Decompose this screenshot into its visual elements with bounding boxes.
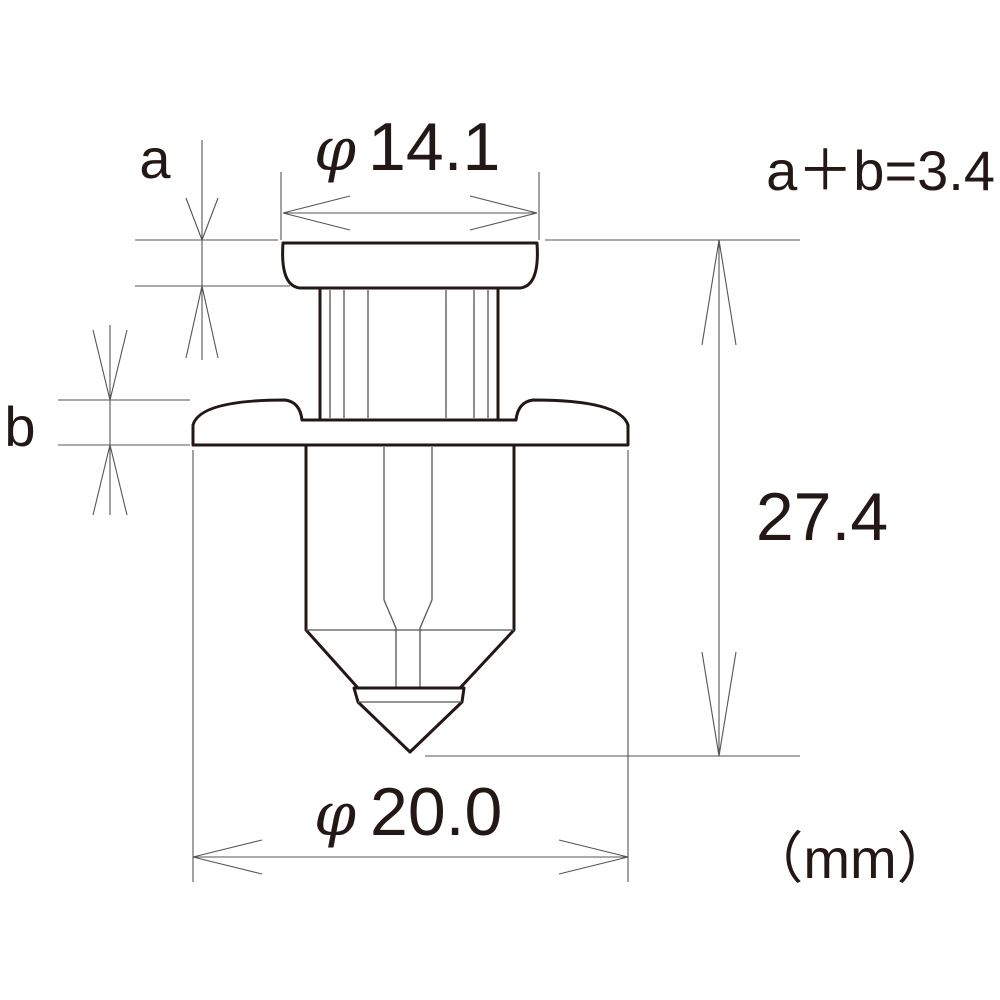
flange-diameter-dimension <box>192 839 629 875</box>
rivet-head-cap <box>281 241 539 290</box>
a-label: a <box>139 127 171 190</box>
diameter-symbol: φ <box>314 115 356 185</box>
rivet-part <box>191 241 630 754</box>
unit-label: （mm） <box>747 827 952 890</box>
head-diameter-label: φ 14.1 <box>314 109 500 185</box>
head-diameter-value: 14.1 <box>368 109 500 185</box>
rivet-pin-shaft <box>318 288 500 420</box>
a-plus-b-note: a＋b=3.4 <box>766 139 995 202</box>
flange-diameter-label: φ 20.0 <box>314 774 502 850</box>
a-dimension <box>185 140 219 360</box>
rivet-body <box>304 445 516 690</box>
rivet-body-split <box>306 447 514 688</box>
extension-lines <box>58 172 800 882</box>
b-label: b <box>4 395 35 458</box>
flange-diameter-value: 20.0 <box>370 774 502 850</box>
diameter-symbol: φ <box>314 780 356 850</box>
total-length-dimension <box>701 239 737 757</box>
rivet-flange <box>191 398 630 447</box>
head-diameter-dimension <box>282 195 538 231</box>
total-length-value: 27.4 <box>756 479 888 555</box>
b-dimension <box>92 325 128 516</box>
rivet-tip <box>352 686 466 754</box>
